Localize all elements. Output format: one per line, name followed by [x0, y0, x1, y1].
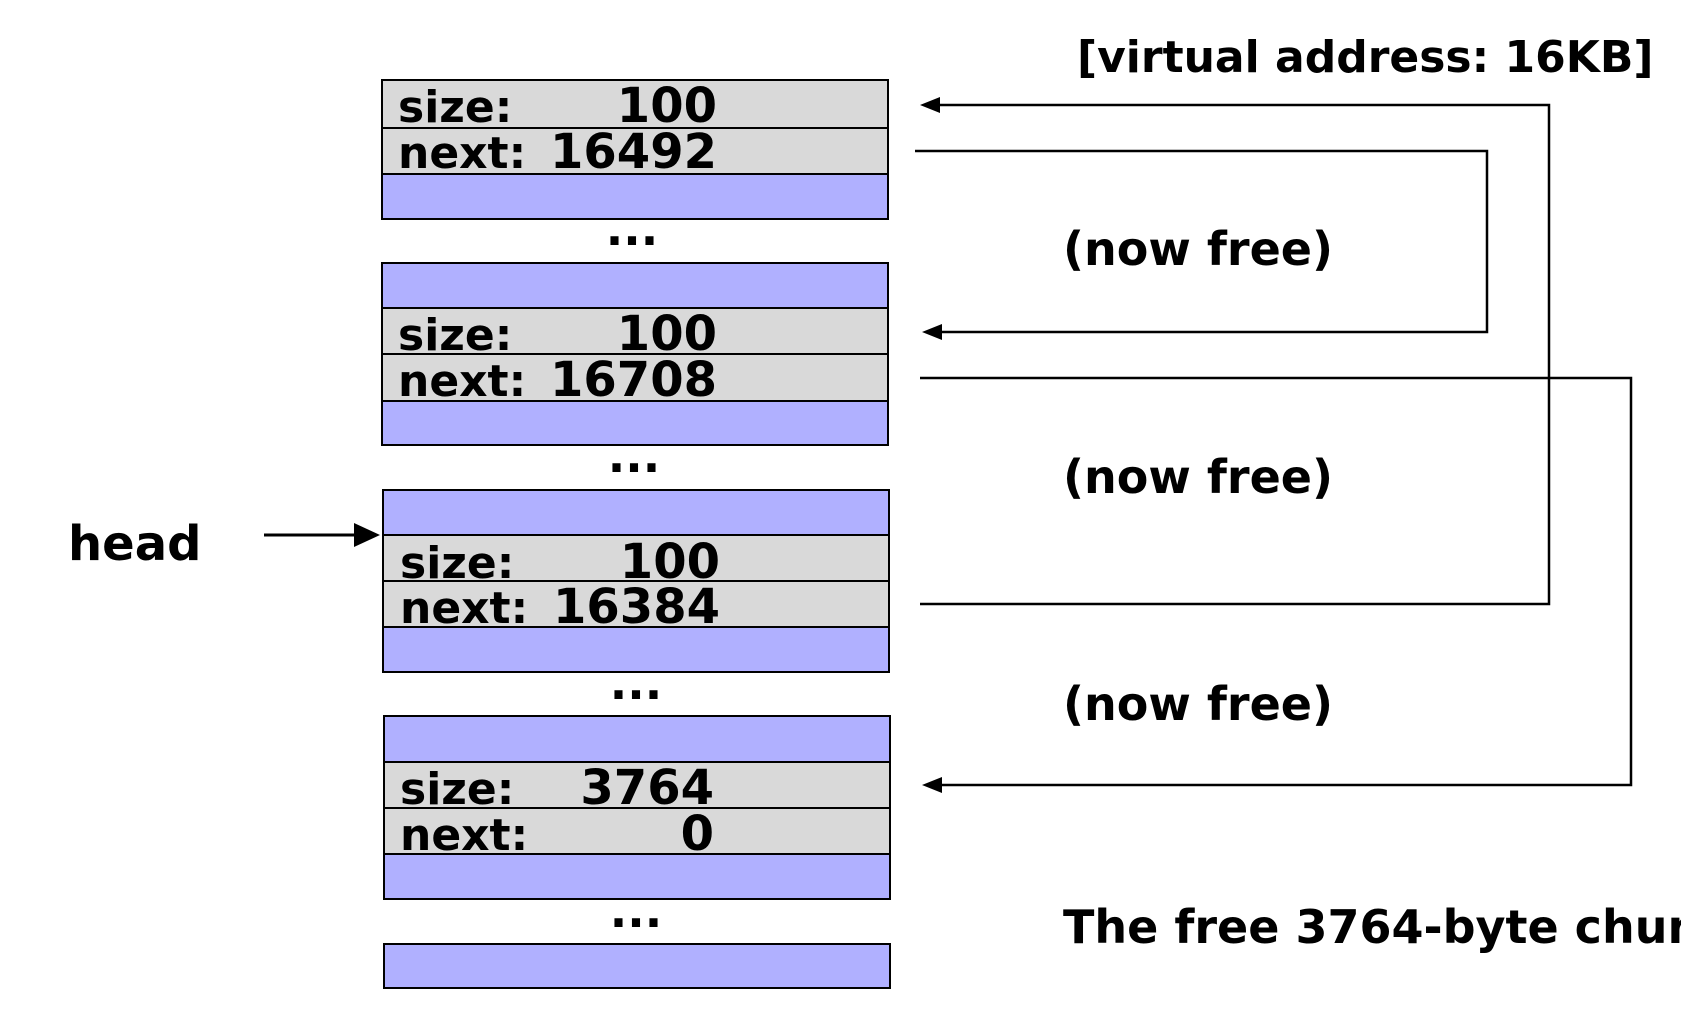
chunk-4-size-label: size: — [400, 764, 514, 815]
gap-ellipsis-3: ... — [610, 656, 662, 710]
head-arrow-head — [354, 523, 380, 547]
pointer-16708-arrowhead — [922, 777, 942, 793]
chunk-2-next-label: next: — [398, 356, 526, 407]
chunk-3-payload-top — [382, 489, 890, 536]
chunk-3-size-label: size: — [400, 538, 514, 589]
chunk-1-next-value: 16492 — [550, 124, 717, 180]
gap-ellipsis-2: ... — [608, 429, 660, 483]
chunk-1-size-value: 100 — [617, 78, 717, 134]
annotation-now-free-1: (now free) — [1063, 222, 1333, 276]
chunk-3-payload — [382, 626, 890, 673]
chunk-2-next-value: 16708 — [550, 352, 717, 408]
chunk-3-next-value: 16384 — [553, 579, 720, 635]
annotation-free-chunk: The free 3764-byte chunk — [1063, 900, 1681, 954]
pointer-16492-arrowhead — [922, 324, 942, 340]
pointer-16384-arrowhead — [920, 97, 940, 113]
chunk-2-size-value: 100 — [617, 306, 717, 362]
chunk-4-payload — [383, 853, 891, 900]
annotation-now-free-3: (now free) — [1063, 677, 1333, 731]
chunk-2: size: 100 next: 16708 — [381, 262, 889, 446]
gap-ellipsis-1: ... — [606, 202, 658, 256]
diagram-title: [virtual address: 16KB] — [1077, 32, 1654, 83]
head-label: head — [68, 516, 201, 572]
chunk-1-next-label: next: — [398, 128, 526, 179]
chunk-1-size-cell — [381, 79, 889, 129]
chunk-1: size: 100 next: 16492 — [381, 78, 889, 220]
chunk-2-payload — [381, 400, 889, 446]
chunk-4-next-label: next: — [400, 810, 528, 861]
chunk-4-size-value: 3764 — [580, 760, 714, 816]
chunk-4-next-value: 0 — [681, 806, 714, 862]
chunk-1-payload — [381, 173, 889, 220]
pointer-16384-line — [920, 103, 1551, 606]
pointer-16708-line — [920, 376, 1633, 787]
chunk-3-size-value: 100 — [620, 534, 720, 590]
chunk-1-next-cell — [381, 127, 889, 175]
chunk-4-next-cell — [383, 807, 891, 855]
chunk-3-size-cell — [382, 534, 890, 582]
chunk-4: size: 3764 next: 0 — [383, 715, 891, 900]
chunk-2-payload-top — [381, 262, 889, 309]
chunk-3-next-label: next: — [400, 583, 528, 634]
gap-ellipsis-4: ... — [610, 884, 662, 938]
annotation-now-free-2: (now free) — [1063, 450, 1333, 504]
chunk-3-next-cell — [382, 580, 890, 628]
chunk-4-payload-top — [383, 715, 891, 763]
trailing-payload — [383, 943, 891, 989]
chunk-3: size: 100 next: 16384 — [382, 489, 890, 673]
chunk-2-size-label: size: — [398, 310, 512, 361]
pointer-16492-line — [915, 149, 1489, 334]
chunk-1-size-label: size: — [398, 82, 512, 133]
